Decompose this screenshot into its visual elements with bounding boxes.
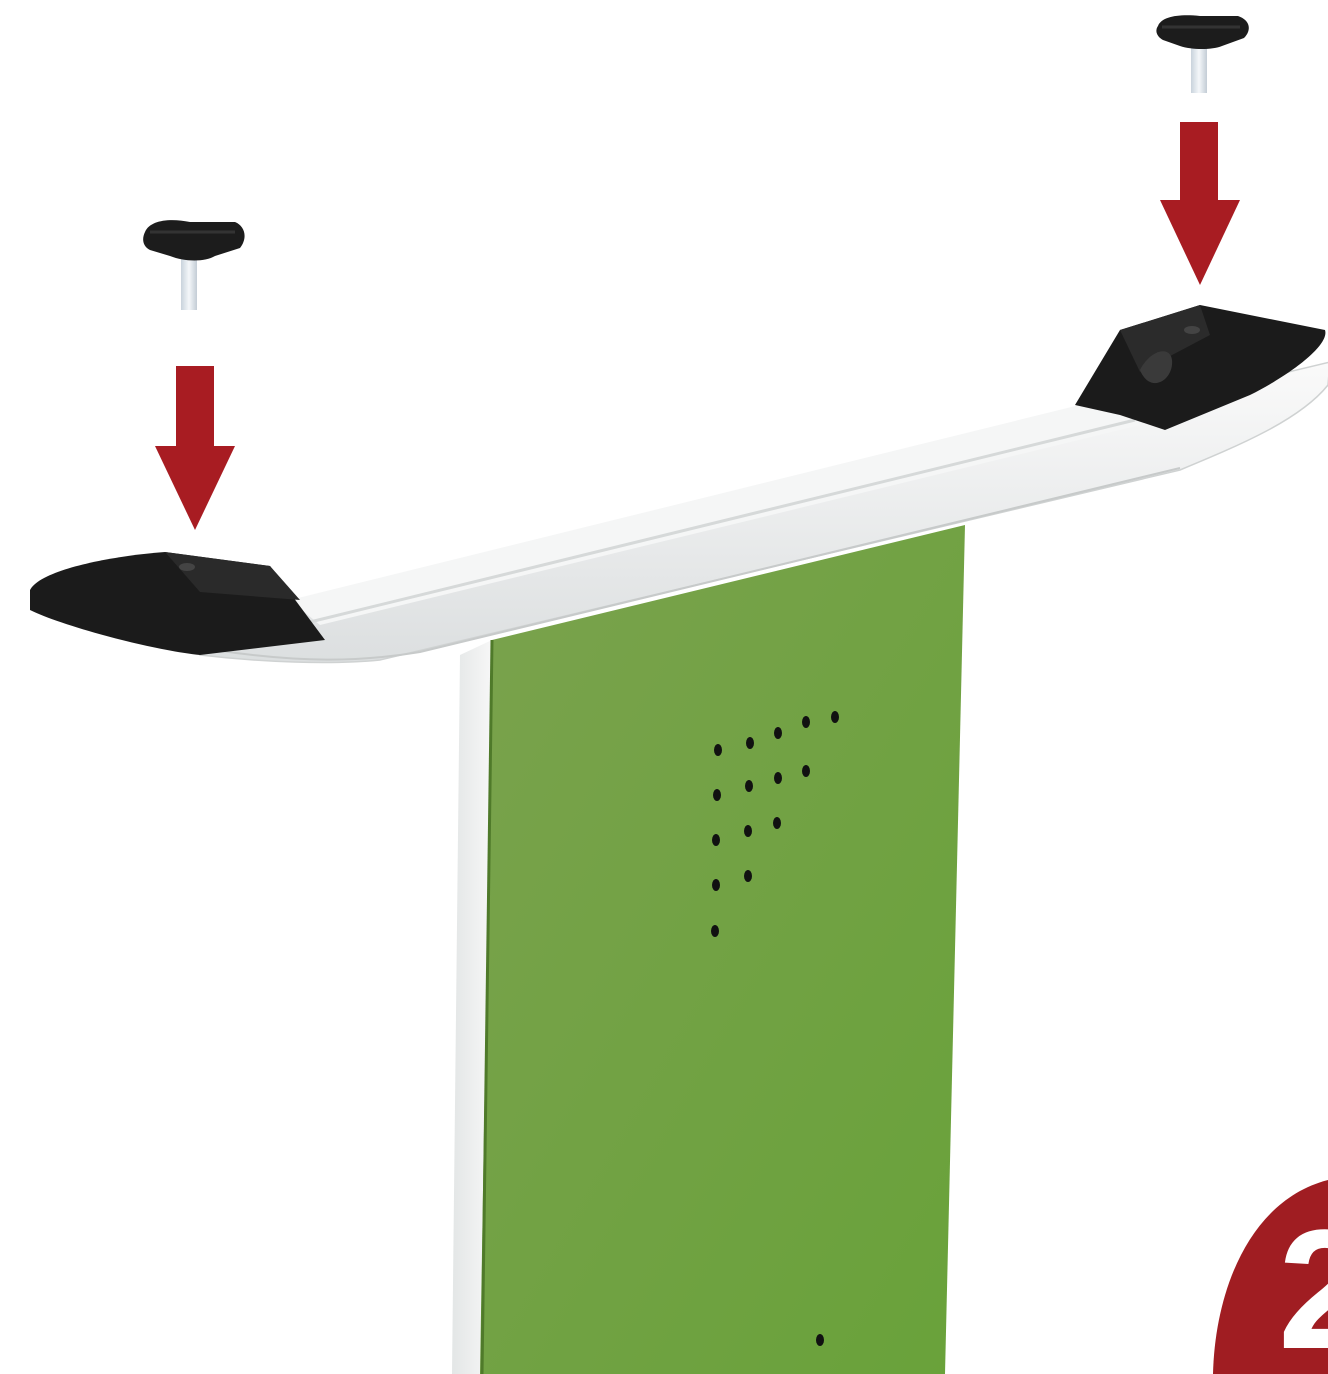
step-badge-icon: 2 <box>1213 1180 1328 1374</box>
right-foot-hole <box>1184 326 1200 334</box>
left-foot-hole <box>179 563 195 571</box>
arrow-down-icon <box>1160 122 1240 285</box>
knob-icon <box>143 220 244 310</box>
upright-panel <box>452 525 965 1374</box>
panel-front <box>480 525 965 1374</box>
left-foot <box>30 552 325 655</box>
arrow-down-icon <box>155 366 235 530</box>
knob-icon <box>1156 15 1248 93</box>
step-number: 2 <box>1278 1195 1328 1374</box>
